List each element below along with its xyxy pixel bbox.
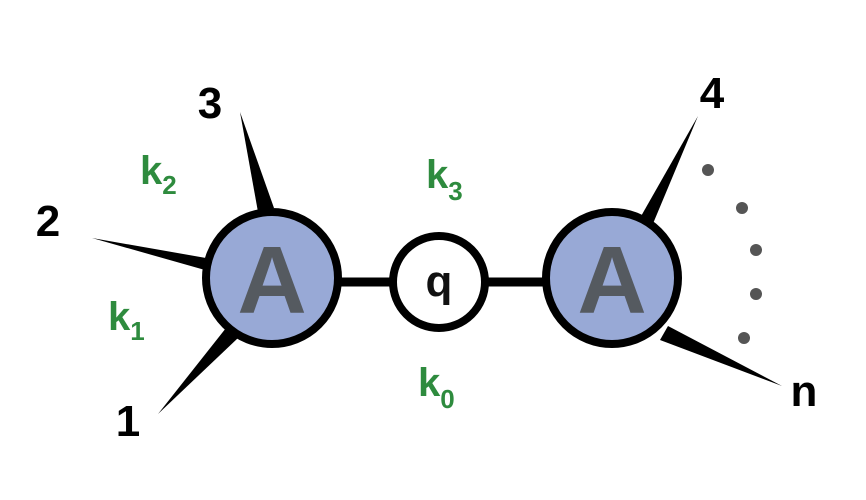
ellipsis-dot xyxy=(702,164,714,176)
vertex-right-circle xyxy=(542,208,682,348)
vertex-right: A xyxy=(542,208,682,348)
momentum-label-k0: k0 xyxy=(418,361,455,414)
momentum-k2-base: k xyxy=(140,149,163,193)
leg-label-2: 2 xyxy=(36,197,60,246)
leg-line-n xyxy=(660,326,782,386)
leg-label-4: 4 xyxy=(700,69,725,118)
leg-line-2 xyxy=(92,238,212,272)
vertex-right-label: A xyxy=(577,227,646,334)
momentum-k0-base: k xyxy=(418,361,441,405)
propagator-label: q xyxy=(426,257,453,306)
propagator-node: q xyxy=(389,232,489,332)
ellipsis-dot xyxy=(750,244,762,256)
leg-line-1 xyxy=(158,328,238,414)
propagator-circle xyxy=(389,232,489,332)
ellipsis-dots xyxy=(702,164,762,344)
leg-label-3: 3 xyxy=(198,79,222,128)
vertex-left: A xyxy=(202,208,342,348)
ellipsis-dot xyxy=(738,332,750,344)
leg-label-n: n xyxy=(791,367,818,416)
leg-label-1: 1 xyxy=(116,397,140,446)
momentum-k0-sub: 0 xyxy=(440,384,454,414)
leg-line-3 xyxy=(240,112,274,212)
momentum-label-k1: k1 xyxy=(108,295,145,346)
leg-line-4 xyxy=(640,116,698,226)
momentum-label-k3: k3 xyxy=(426,153,463,206)
momentum-k2-sub: 2 xyxy=(162,170,176,200)
ellipsis-dot xyxy=(736,202,748,214)
momentum-k1-sub: 1 xyxy=(130,316,144,346)
ellipsis-dot xyxy=(750,288,762,300)
momentum-k3-base: k xyxy=(426,153,449,197)
momentum-k1-base: k xyxy=(108,295,131,339)
vertex-left-circle xyxy=(202,208,342,348)
momentum-label-k2: k2 xyxy=(140,149,177,200)
vertex-left-label: A xyxy=(237,227,306,334)
momentum-k3-sub: 3 xyxy=(448,176,462,206)
